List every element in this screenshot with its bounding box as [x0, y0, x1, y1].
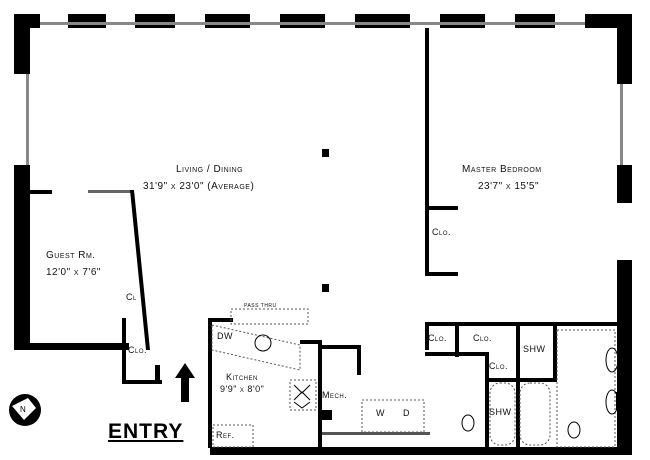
fixtures	[211, 308, 616, 448]
sink-icon	[254, 334, 272, 352]
dryer-label: D	[403, 408, 410, 418]
master-bedroom-size: 23'7" x 15'5"	[478, 181, 540, 192]
kitchen-name: Kitchen	[226, 372, 258, 382]
closet-label: Clo.	[428, 333, 448, 343]
shower-label: SHW	[489, 407, 512, 417]
guest-room-name: Guest Rm.	[46, 250, 96, 261]
tub	[489, 382, 516, 446]
washer-dryer	[361, 399, 425, 433]
fixture-icons	[254, 334, 619, 439]
closet-label: Clo.	[128, 345, 148, 355]
entry-label: ENTRY	[108, 420, 184, 443]
closet-label: Cl	[126, 292, 137, 302]
washer-label: W	[376, 408, 385, 418]
closet-label: Clo.	[473, 333, 493, 343]
stove	[289, 379, 317, 411]
sink-icon-3	[605, 389, 619, 415]
guest-room-size: 12'0" x 7'6"	[46, 267, 101, 278]
toilet-icon-2	[567, 421, 581, 439]
living-room-size: 31'9" x 23'0" (Average)	[143, 181, 255, 192]
kitchen-size: 9'9" x 8'0"	[220, 384, 265, 394]
refrigerator	[212, 424, 254, 448]
mech-label: Mech.	[322, 390, 348, 400]
dishwasher-label: DW	[217, 331, 233, 341]
counter	[211, 324, 301, 371]
sink-icon-2	[605, 347, 619, 373]
bathroom-tiles	[556, 329, 616, 448]
walls	[14, 14, 632, 455]
refrigerator-label: Ref.	[216, 430, 235, 440]
living-room-name: Living / Dining	[176, 164, 244, 175]
shower-label: SHW	[523, 344, 546, 354]
entry-arrow-icon	[175, 363, 195, 402]
compass-icon	[9, 394, 41, 426]
toilet-icon	[461, 414, 475, 432]
compass-label: N	[20, 405, 27, 414]
tub-2	[519, 382, 551, 446]
pass-thru-label: PASS THRU	[244, 303, 277, 309]
burner-icon	[293, 384, 311, 409]
closet-label: Clo.	[432, 227, 452, 237]
pass-thru	[230, 308, 309, 325]
closet-label: Clo.	[489, 361, 509, 371]
master-bedroom-name: Master Bedroom	[462, 164, 542, 175]
